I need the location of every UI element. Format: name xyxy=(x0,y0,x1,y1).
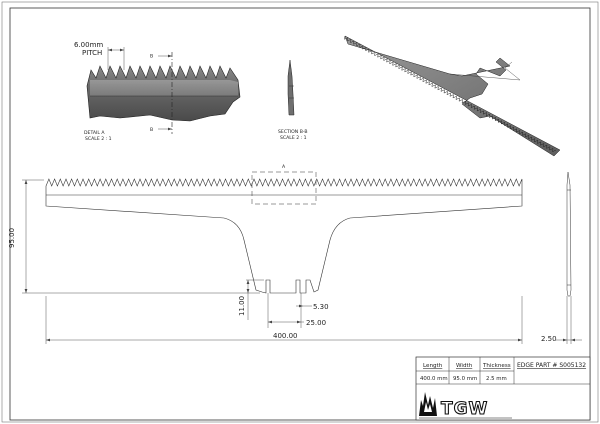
slot-dimension-label: 5.30 xyxy=(313,303,329,311)
logo-text: TGW xyxy=(441,399,488,419)
detail-a-callout-box xyxy=(251,171,317,205)
main-blade-outline xyxy=(45,178,523,294)
slot-spacing-dimension-label: 25.00 xyxy=(306,319,326,327)
title-header-length: Length xyxy=(423,363,443,369)
detail-a-marker: A xyxy=(282,164,286,170)
detail-a-view: 6.00mm PITCH B B DETAIL A SCALE 2 : 1 xyxy=(74,41,241,142)
main-view: A 95.00 11.00 5.30 25.00 400.00 xyxy=(8,164,582,344)
length-dimension-label: 400.00 xyxy=(273,332,298,340)
logo-flame-icon xyxy=(419,392,437,416)
neck-height-dimension-label: 11.00 xyxy=(238,296,246,316)
isometric-blade xyxy=(344,35,561,157)
section-b-scale: SCALE 2 : 1 xyxy=(280,135,307,141)
section-marker-top: B xyxy=(150,54,153,60)
height-dimension-label: 95.00 xyxy=(8,228,16,248)
detail-a-scale: SCALE 2 : 1 xyxy=(85,136,112,142)
isometric-view xyxy=(344,35,561,157)
detail-a-caption: DETAIL A xyxy=(84,130,105,136)
inner-border xyxy=(9,7,591,421)
thickness-dimension-label: 2.50 xyxy=(541,335,557,343)
title-value-thickness: 2.5 mm xyxy=(486,376,507,382)
title-value-length: 400.0 mm xyxy=(420,376,448,382)
pitch-word-label: PITCH xyxy=(82,49,102,57)
pitch-value-label: 6.00mm xyxy=(74,41,103,49)
side-view-blade xyxy=(566,171,572,297)
section-marker-bottom: B xyxy=(150,127,153,133)
section-b-view: SECTION B-B SCALE 2 : 1 xyxy=(278,59,308,141)
title-header-thickness: Thickness xyxy=(482,363,511,369)
section-b-profile xyxy=(287,59,295,116)
part-number: EDGE PART # S005132 xyxy=(517,362,586,369)
title-header-width: Width xyxy=(456,363,473,369)
isometric-teeth xyxy=(344,35,557,153)
title-value-width: 95.0 mm xyxy=(453,376,477,382)
title-block: Length Width Thickness 400.0 mm 95.0 mm … xyxy=(415,356,591,421)
detail-a-bevel xyxy=(90,80,238,96)
section-b-caption: SECTION B-B xyxy=(278,129,308,135)
tgw-logo: TGW xyxy=(419,392,512,420)
